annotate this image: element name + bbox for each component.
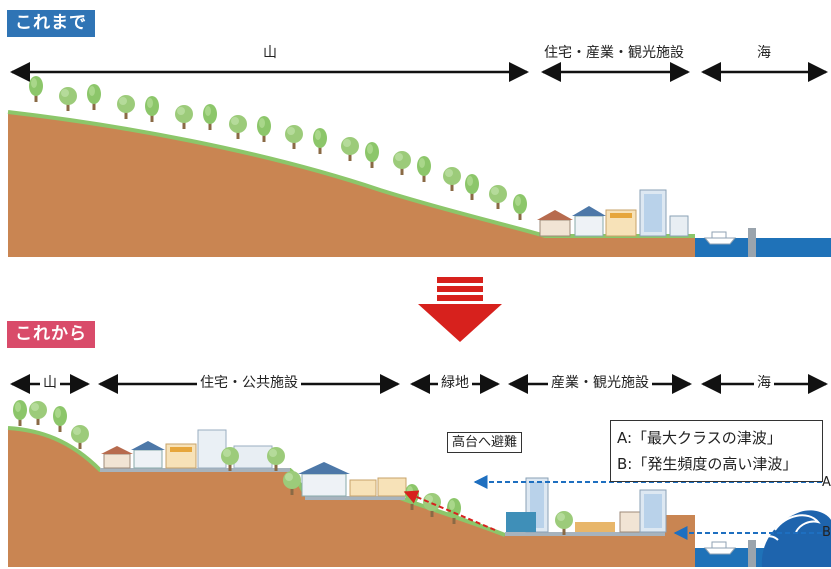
section-tag-after: これから	[7, 321, 95, 348]
before-zone-mountain-label: 山	[260, 45, 280, 61]
after-boat-icon	[703, 541, 737, 555]
tsunami-legend: A:「最大クラスの津波」 B:「発生頻度の高い津波」	[610, 420, 823, 482]
after-residential-buildings	[101, 429, 285, 471]
after-zone-residential-label: 住宅・公共施設	[197, 375, 301, 391]
after-industry-buildings	[506, 477, 667, 535]
before-mountain-slope	[8, 112, 695, 257]
before-buildings	[537, 189, 689, 237]
after-terrain	[8, 428, 695, 567]
before-zone-residential-label: 住宅・産業・観光施設	[541, 45, 687, 61]
after-zone-industry-label: 産業・観光施設	[548, 375, 652, 391]
before-boat-icon	[703, 231, 737, 245]
after-zone-mountain-label: 山	[40, 375, 60, 391]
after-zone-sea-label: 海	[754, 375, 774, 391]
tsunami-wave	[757, 510, 831, 567]
legend-item-a: A:「最大クラスの津波」	[617, 429, 782, 447]
legend-item-b: B:「発生頻度の高い津波」	[617, 455, 798, 473]
section-tag-before: これまで	[7, 10, 95, 37]
before-zone-sea-label: 海	[754, 45, 774, 61]
transition-arrow	[418, 277, 502, 342]
after-zone-green-label: 緑地	[438, 375, 472, 391]
evacuation-arrow	[403, 490, 496, 531]
after-public-buildings	[283, 462, 407, 497]
wave-letter-b: B	[822, 525, 831, 540]
wave-letter-a: A	[822, 475, 831, 490]
evacuation-label: 高台へ避難	[447, 432, 523, 453]
